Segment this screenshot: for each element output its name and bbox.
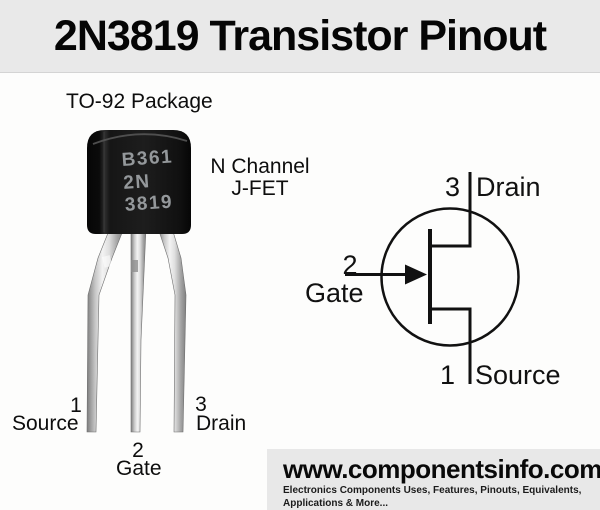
photo-pin3-name: Drain [196,412,247,435]
schematic-source-number: 1 [440,360,456,390]
type-label-line2: J-FET [231,177,289,200]
schematic-drain-number: 3 [444,172,460,202]
footer-tagline: Electronics Components Uses, Features, P… [283,485,600,510]
schematic-gate-number: 2 [342,250,358,280]
photo-pin1-number: 1 [70,394,82,417]
footer-branding: www.componentsinfo.com Electronics Compo… [267,449,600,510]
schematic-drain-name: Drain [476,172,541,202]
jfet-symbol-circle [380,207,520,347]
jfet-drain-lead [430,172,472,248]
page-title: 2N3819 Transistor Pinout [53,11,547,60]
schematic-gate-name: Gate [305,278,364,308]
transistor-body [87,130,191,234]
photo-pin2-number: 2 [132,439,144,462]
package-label: TO-92 Package [66,90,213,113]
body-top-highlight [92,133,188,145]
leg-drain [157,227,187,433]
body-marking-line1: B361 [121,146,174,171]
photo-pin3-number: 3 [195,393,207,416]
jfet-symbol [345,172,520,384]
jfet-gate-arrow [405,264,427,285]
photo-pin1-name: Source [12,412,79,435]
photo-pin2-name: Gate [116,457,162,480]
transistor-type-label: N Channel J-FET [200,156,320,200]
title-bar: 2N3819 Transistor Pinout [0,0,600,73]
schematic-source-name: Source [475,360,561,390]
body-marking: B361 2N 3819 [121,146,177,217]
leg-source [86,227,125,433]
jfet-source-lead [430,307,472,384]
leg-source-notch [101,255,113,268]
body-marking-line3: 3819 [124,191,174,216]
type-label-line1: N Channel [210,155,310,178]
footer-tagline-line2: Applications & More... [283,497,389,509]
footer-tagline-line1: Electronics Components Uses, Features, P… [283,485,582,496]
transistor-legs [86,227,187,433]
website-url: www.componentsinfo.com [283,454,600,484]
leg-gate-notch [131,260,138,272]
leg-gate [130,227,147,433]
